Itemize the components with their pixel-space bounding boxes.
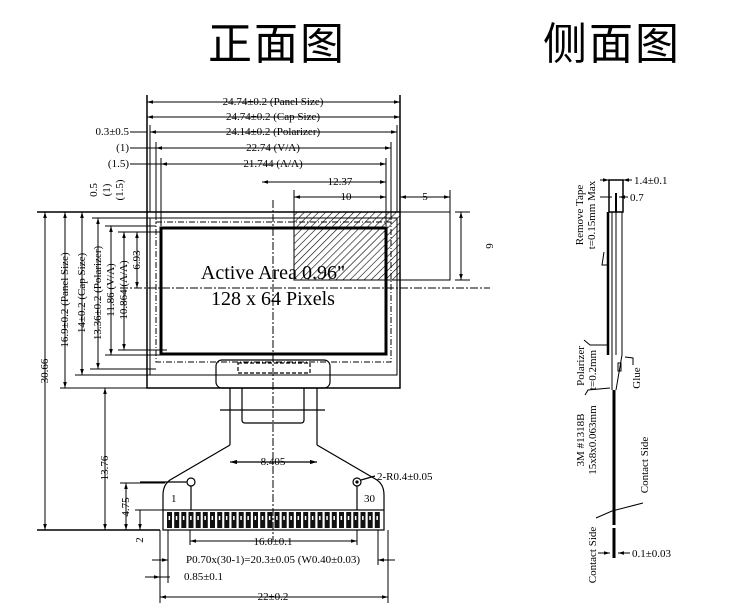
dim-085: 0.85±0.1 (184, 571, 223, 583)
dim-off-1: (1) (101, 183, 113, 196)
dim-22: 22±0.2 (258, 591, 289, 603)
connector-pin-mark (354, 516, 357, 520)
dim-8405: 8.405 (261, 456, 286, 468)
dim-polarizer-width: 24.14±0.2 (Polarizer) (226, 126, 321, 138)
top-dimensions (130, 95, 451, 226)
polarizer-thickness: t=0.2mm (587, 349, 599, 390)
connector-pin-mark (340, 516, 343, 520)
connector-pin-mark (168, 516, 171, 520)
dim-16: 16.0±0.1 (253, 536, 292, 548)
dim-polarizer-height: 13.36±0.2 (Polarizer) (92, 246, 104, 341)
dim-693: 6.93 (131, 250, 143, 270)
dim-1237: 12.37 (328, 176, 353, 188)
dim-offset-15: (1.5) (108, 158, 129, 170)
dim-10: 10 (341, 191, 353, 203)
connector-pin-mark (254, 516, 257, 520)
connector-pin-mark (182, 516, 185, 520)
pixel-count-label: 128 x 64 Pixels (211, 288, 335, 310)
polarizer-label: Polarizer (575, 346, 587, 386)
connector-pin-mark (297, 516, 300, 520)
connector-pin-mark (233, 516, 235, 520)
side-labels: 1.4±0.1 0.7 Remove Tape t=0.15mm Max Pol… (574, 175, 672, 583)
contact-side-lower: Contact Side (587, 527, 599, 584)
connector-pin-mark (326, 516, 328, 520)
connector-pin-mark (225, 516, 228, 520)
connector-pin-mark (175, 516, 178, 520)
front-view (37, 95, 490, 603)
dim-fpc-thickness: 0.1±0.03 (632, 548, 672, 560)
alignment-hole-left (186, 477, 196, 487)
bottom-dimensions (145, 530, 395, 603)
dim-off-15: (1.5) (114, 179, 126, 200)
connector-pin-mark (290, 516, 292, 520)
connector-pin-mark (283, 516, 285, 520)
tape-size: 15x8x0.063mm (587, 405, 599, 475)
dim-va-width: 22.74 (V/A) (246, 142, 300, 154)
contact-side-upper: Contact Side (639, 437, 651, 494)
left-dimensions (37, 211, 167, 531)
dim-panel-height: 16.9±0.2 (Panel Size) (59, 252, 71, 348)
connector-pin-mark (304, 516, 307, 520)
connector-pin-mark (204, 516, 206, 520)
dim-1376: 13.76 (99, 455, 111, 480)
connector-pin-mark (190, 516, 192, 520)
dim-total-thickness: 1.4±0.1 (634, 175, 668, 187)
pin-1-label: 1 (171, 493, 177, 505)
pitch-spec: P0.70x(30-1)=20.3±0.05 (W0.40±0.03) (186, 554, 360, 566)
dim-07: 0.7 (630, 192, 644, 204)
hole-radius-note: 2-R0.4±0.05 (377, 471, 433, 483)
dim-off-05: 0.5 (88, 183, 100, 197)
connector-pin-mark (311, 516, 314, 520)
connector-pin-mark (333, 516, 335, 520)
connector-pin-mark (276, 516, 278, 520)
remove-tape-label: Remove Tape (574, 185, 586, 246)
connector-pin-mark (197, 516, 199, 520)
active-area-label: Active Area 0.96" (201, 262, 345, 284)
dim-panel-width: 24.74±0.2 (Panel Size) (223, 96, 324, 108)
side-view-title: 侧面图 (543, 19, 681, 70)
hatched-region (294, 212, 400, 280)
dim-2: 2 (134, 537, 146, 543)
dim-offset-03: 0.3±0.5 (95, 126, 129, 138)
dim-total-height: 30.66 (39, 358, 51, 383)
dim-cap-width: 24.74±0.2 (Cap Size) (226, 111, 320, 123)
dim-5: 5 (422, 191, 428, 203)
dim-va-height: 11.86 (V/A) (105, 263, 117, 317)
connector-pin-mark (218, 516, 221, 520)
dim-6: 6 (483, 243, 495, 249)
dim-475: 4.75 (120, 497, 132, 517)
glue-label: Glue (631, 367, 643, 389)
dim-offset-1: (1) (116, 142, 129, 154)
connector-pin-mark (319, 516, 321, 520)
connector-pin-mark (376, 516, 378, 520)
connector-pin-mark (247, 516, 249, 520)
connector-pins (167, 512, 380, 528)
connector-pin-mark (362, 516, 364, 520)
dim-cap-height: 14±0.2 (Cap Size) (76, 253, 88, 334)
front-labels: 24.74±0.2 (Panel Size) 24.74±0.2 (Cap Si… (39, 96, 495, 603)
connector-pin-mark (347, 516, 350, 520)
dim-aa-height: 10.864 (A/A) (118, 260, 130, 320)
side-view (583, 178, 644, 558)
connector-pin-mark (211, 516, 214, 520)
connector-pin-mark (268, 516, 271, 520)
pin-30-label: 30 (364, 493, 376, 505)
connector-pin-mark (261, 516, 264, 520)
connector-pin-mark (369, 516, 371, 520)
remove-tape-thickness: t=0.15mm Max (586, 180, 598, 249)
tape-label: 3M #1318B (575, 414, 587, 467)
fpc-tail (140, 359, 385, 531)
dim-aa-width: 21.744 (A/A) (243, 158, 303, 170)
connector-pin-mark (240, 516, 242, 520)
panel-outline (120, 200, 490, 540)
front-view-title: 正面图 (208, 19, 346, 70)
